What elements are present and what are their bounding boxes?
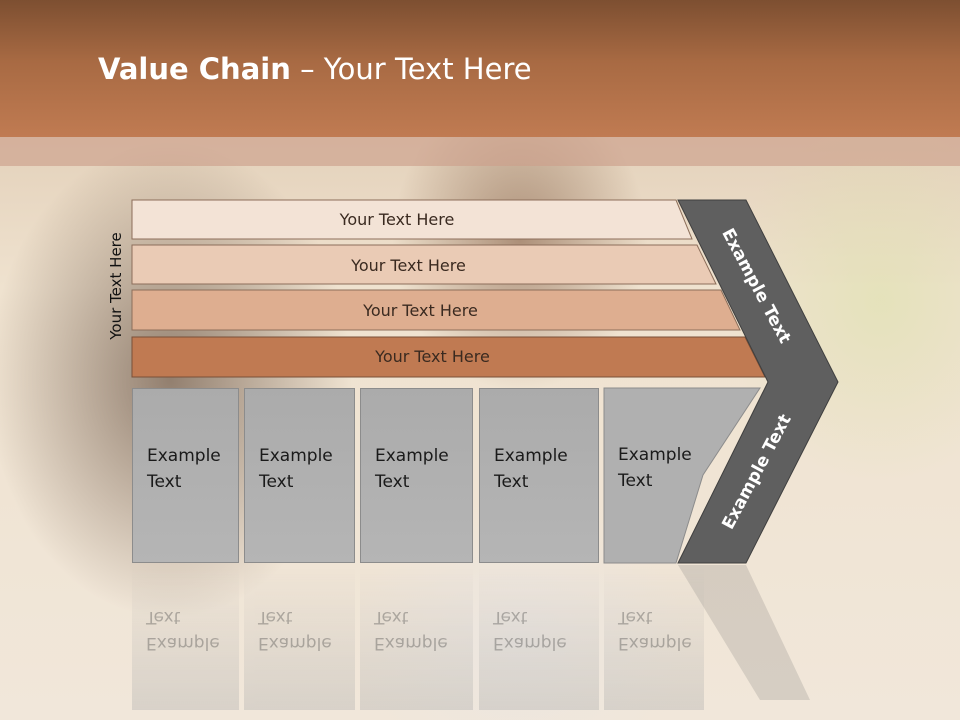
box-3-line1: Example bbox=[375, 446, 449, 466]
box-5-line1: Example bbox=[618, 445, 692, 465]
row-bar-1 bbox=[131, 199, 693, 240]
box-4-line1: Example bbox=[494, 446, 568, 466]
header-band bbox=[0, 137, 960, 166]
box-1-line2: Text bbox=[147, 472, 182, 492]
box-2-line2: Text bbox=[259, 472, 294, 492]
box-3-line2: Text bbox=[375, 472, 410, 492]
activity-box-2: Example Text bbox=[244, 388, 355, 563]
box-3-reflection-line1: Example bbox=[374, 633, 448, 653]
box-5-shape bbox=[603, 387, 761, 564]
title-bold: Value Chain bbox=[98, 52, 291, 86]
box-2-line1: Example bbox=[259, 446, 333, 466]
activity-box-3: Example Text bbox=[360, 388, 473, 563]
box-2-reflection: Example Text bbox=[244, 565, 355, 710]
activity-box-4: Example Text bbox=[479, 388, 599, 563]
box-1-reflection: Example Text bbox=[132, 565, 239, 710]
row-bar-2 bbox=[131, 244, 717, 285]
box-5-reflection: Example Text bbox=[604, 565, 704, 710]
box-2-reflection-line1: Example bbox=[258, 633, 332, 653]
row-label-3: Your Text Here bbox=[363, 301, 478, 320]
chevron-reflection bbox=[678, 565, 810, 700]
row-label-1: Your Text Here bbox=[339, 210, 455, 229]
box-4-reflection: Example Text bbox=[479, 565, 599, 710]
row-bar-3 bbox=[131, 289, 741, 331]
side-label: Your Text Here bbox=[107, 232, 125, 340]
activity-box-1: Example Text bbox=[132, 388, 239, 563]
box-4-line2: Text bbox=[494, 472, 529, 492]
box-3-reflection-line2: Text bbox=[374, 607, 409, 627]
box-5-reflection-line1: Example bbox=[618, 633, 692, 653]
chevron-arrow bbox=[677, 199, 839, 564]
header-bar bbox=[0, 0, 960, 137]
box-4-reflection-line1: Example bbox=[493, 633, 567, 653]
activity-box-5: Example Text bbox=[604, 388, 704, 563]
page-title: Value Chain – Your Text Here bbox=[98, 52, 532, 86]
box-5-reflection-line2: Text bbox=[618, 607, 653, 627]
box-5-line2: Text bbox=[618, 471, 653, 491]
box-1-reflection-line2: Text bbox=[146, 607, 181, 627]
box-3-reflection: Example Text bbox=[360, 565, 473, 710]
box-2-reflection-line2: Text bbox=[258, 607, 293, 627]
title-rest: – Your Text Here bbox=[290, 52, 532, 86]
row-label-2: Your Text Here bbox=[351, 256, 466, 275]
box-1-line1: Example bbox=[147, 446, 221, 466]
row-label-4: Your Text Here bbox=[375, 347, 490, 366]
box-1-reflection-line1: Example bbox=[146, 633, 220, 653]
box-4-reflection-line2: Text bbox=[493, 607, 528, 627]
